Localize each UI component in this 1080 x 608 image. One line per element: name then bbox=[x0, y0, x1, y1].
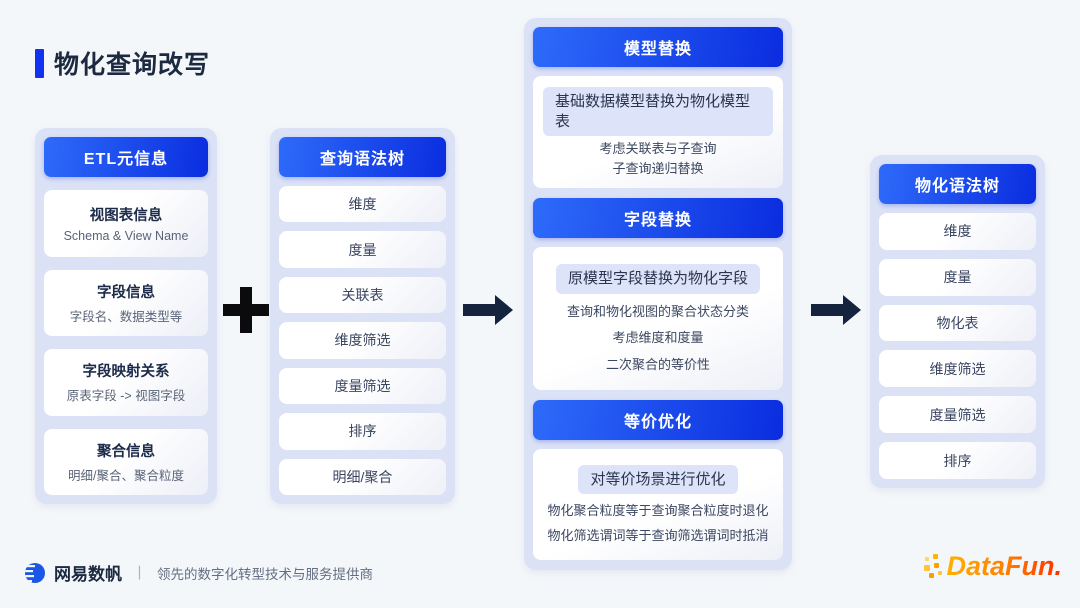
mat-tree-item: 维度 bbox=[879, 213, 1036, 250]
netease-shufan-logo-icon bbox=[25, 562, 45, 583]
card-subtitle: 原表字段 -> 视图字段 bbox=[66, 389, 186, 404]
section-card: 基础数据模型替换为物化模型表 考虑关联表与子查询 子查询递归替换 bbox=[533, 76, 783, 188]
section-card: 原模型字段替换为物化字段 查询和物化视图的聚合状态分类 考虑维度和度量 二次聚合… bbox=[533, 247, 783, 390]
section-highlight: 原模型字段替换为物化字段 bbox=[555, 264, 760, 294]
section-line: 查询和物化视图的聚合状态分类 bbox=[566, 304, 749, 320]
right-arrow-icon bbox=[811, 295, 861, 325]
query-tree-item: 度量 bbox=[279, 231, 446, 268]
card-title: 字段信息 bbox=[97, 284, 155, 301]
section-line: 考虑关联表与子查询 bbox=[599, 140, 717, 156]
arrow-shaft bbox=[811, 304, 843, 316]
query-tree-item: 度量筛选 bbox=[279, 367, 446, 405]
card-subtitle: 字段名、数据类型等 bbox=[69, 309, 183, 324]
datafun-logo: DataFun. bbox=[924, 551, 1062, 582]
etl-card-field-mapping: 字段映射关系 原表字段 -> 视图字段 bbox=[44, 349, 208, 416]
section-card: 对等价场景进行优化 物化聚合粒度等于查询聚合粒度时退化 物化筛选谓词等于查询筛选… bbox=[533, 449, 783, 560]
section-model-replace: 模型替换 基础数据模型替换为物化模型表 考虑关联表与子查询 子查询递归替换 bbox=[533, 27, 783, 188]
etl-panel-header: ETL元信息 bbox=[44, 137, 208, 177]
query-tree-item: 关联表 bbox=[279, 276, 446, 314]
arrow-head bbox=[843, 295, 861, 325]
section-line: 物化聚合粒度等于查询聚合粒度时退化 bbox=[547, 503, 769, 519]
card-title: 视图表信息 bbox=[89, 207, 163, 224]
mat-tree-item: 排序 bbox=[879, 442, 1036, 479]
footer-tagline: 领先的数字化转型技术与服务提供商 bbox=[157, 566, 374, 582]
section-line: 二次聚合的等价性 bbox=[605, 356, 710, 372]
card-subtitle: 明细/聚合、聚合粒度 bbox=[68, 468, 184, 483]
section-equivalence-optimize: 等价优化 对等价场景进行优化 物化聚合粒度等于查询聚合粒度时退化 物化筛选谓词等… bbox=[533, 400, 783, 560]
card-title: 聚合信息 bbox=[97, 443, 155, 460]
datafun-pixels-icon bbox=[924, 552, 946, 582]
mat-tree-item: 度量 bbox=[879, 258, 1036, 296]
section-line: 子查询递归替换 bbox=[612, 160, 704, 176]
panel-rewrite-process: 模型替换 基础数据模型替换为物化模型表 考虑关联表与子查询 子查询递归替换 字段… bbox=[524, 18, 792, 570]
section-header: 模型替换 bbox=[533, 27, 783, 67]
card-subtitle: Schema & View Name bbox=[63, 228, 189, 243]
arrow-shaft bbox=[463, 304, 495, 316]
query-tree-header: 查询语法树 bbox=[279, 137, 446, 177]
section-field-replace: 字段替换 原模型字段替换为物化字段 查询和物化视图的聚合状态分类 考虑维度和度量… bbox=[533, 198, 783, 390]
mat-tree-header: 物化语法树 bbox=[879, 164, 1036, 204]
query-tree-item: 排序 bbox=[279, 413, 446, 450]
plus-operator-icon bbox=[223, 287, 269, 333]
mat-tree-item: 维度筛选 bbox=[879, 350, 1036, 388]
panel-etl-meta: ETL元信息 视图表信息 Schema & View Name 字段信息 字段名… bbox=[35, 128, 217, 504]
query-tree-item: 维度筛选 bbox=[279, 322, 446, 359]
section-header: 等价优化 bbox=[533, 400, 783, 440]
right-arrow-icon bbox=[463, 295, 513, 325]
arrow-head bbox=[495, 295, 513, 325]
etl-card-field-info: 字段信息 字段名、数据类型等 bbox=[44, 269, 208, 336]
section-highlight: 基础数据模型替换为物化模型表 bbox=[543, 87, 773, 137]
page-title: 物化查询改写 bbox=[35, 45, 210, 81]
section-line: 物化筛选谓词等于查询筛选谓词时抵消 bbox=[547, 528, 769, 544]
mat-tree-item: 物化表 bbox=[879, 304, 1036, 342]
card-title: 字段映射关系 bbox=[82, 364, 170, 381]
etl-card-view-info: 视图表信息 Schema & View Name bbox=[44, 190, 208, 257]
section-line: 考虑维度和度量 bbox=[612, 330, 704, 346]
title-accent-bar bbox=[35, 48, 44, 78]
footer-divider: 丨 bbox=[132, 565, 148, 582]
query-tree-item: 维度 bbox=[279, 186, 446, 223]
section-header: 字段替换 bbox=[533, 198, 783, 238]
brand-name: 网易数帆 bbox=[54, 565, 122, 584]
page-title-text: 物化查询改写 bbox=[54, 51, 211, 79]
panel-query-syntax-tree: 查询语法树 维度 度量 关联表 维度筛选 度量筛选 排序 明细/聚合 bbox=[270, 128, 455, 504]
mat-tree-item: 度量筛选 bbox=[879, 396, 1036, 434]
etl-card-aggregation-info: 聚合信息 明细/聚合、聚合粒度 bbox=[44, 428, 208, 495]
query-tree-item: 明细/聚合 bbox=[279, 458, 446, 495]
panel-materialized-syntax-tree: 物化语法树 维度 度量 物化表 维度筛选 度量筛选 排序 bbox=[870, 155, 1045, 488]
section-highlight: 对等价场景进行优化 bbox=[578, 464, 738, 495]
footer-brand: 网易数帆 丨 领先的数字化转型技术与服务提供商 bbox=[24, 560, 373, 585]
datafun-wordmark: DataFun. bbox=[946, 551, 1062, 581]
